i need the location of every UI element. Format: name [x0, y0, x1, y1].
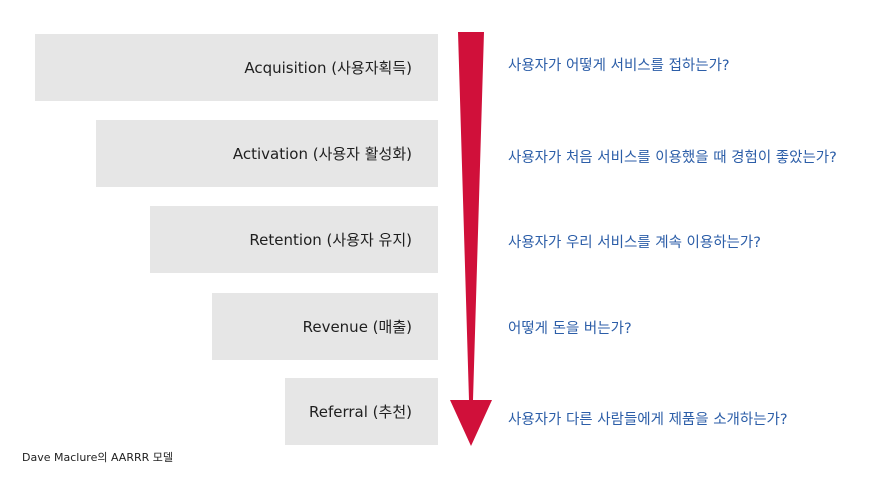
stage-bar-referral: Referral (추천) [285, 378, 438, 445]
stage-label-activation: Activation (사용자 활성화) [232, 145, 412, 163]
stage-bar-acquisition: Acquisition (사용자획득) [35, 34, 438, 101]
diagram-caption: Dave Maclure의 AARRR 모델 [22, 451, 173, 464]
stage-question-referral: 사용자가 다른 사람들에게 제품을 소개하는가? [508, 412, 788, 428]
stage-bar-activation: Activation (사용자 활성화) [96, 120, 438, 187]
funnel-arrow-icon [450, 32, 492, 446]
stage-bar-revenue: Revenue (매출) [212, 293, 438, 360]
stage-label-retention: Retention (사용자 유지) [249, 231, 412, 249]
stage-bar-retention: Retention (사용자 유지) [150, 206, 438, 273]
stage-label-referral: Referral (추천) [309, 403, 412, 421]
stage-question-acquisition: 사용자가 어떻게 서비스를 접하는가? [508, 58, 730, 74]
arrow-shape [450, 32, 492, 446]
stage-question-revenue: 어떻게 돈을 버는가? [508, 321, 632, 337]
stage-label-revenue: Revenue (매출) [302, 318, 412, 336]
stage-question-retention: 사용자가 우리 서비스를 계속 이용하는가? [508, 235, 761, 251]
stage-question-activation: 사용자가 처음 서비스를 이용했을 때 경험이 좋았는가? [508, 150, 837, 166]
stage-label-acquisition: Acquisition (사용자획득) [244, 59, 412, 77]
